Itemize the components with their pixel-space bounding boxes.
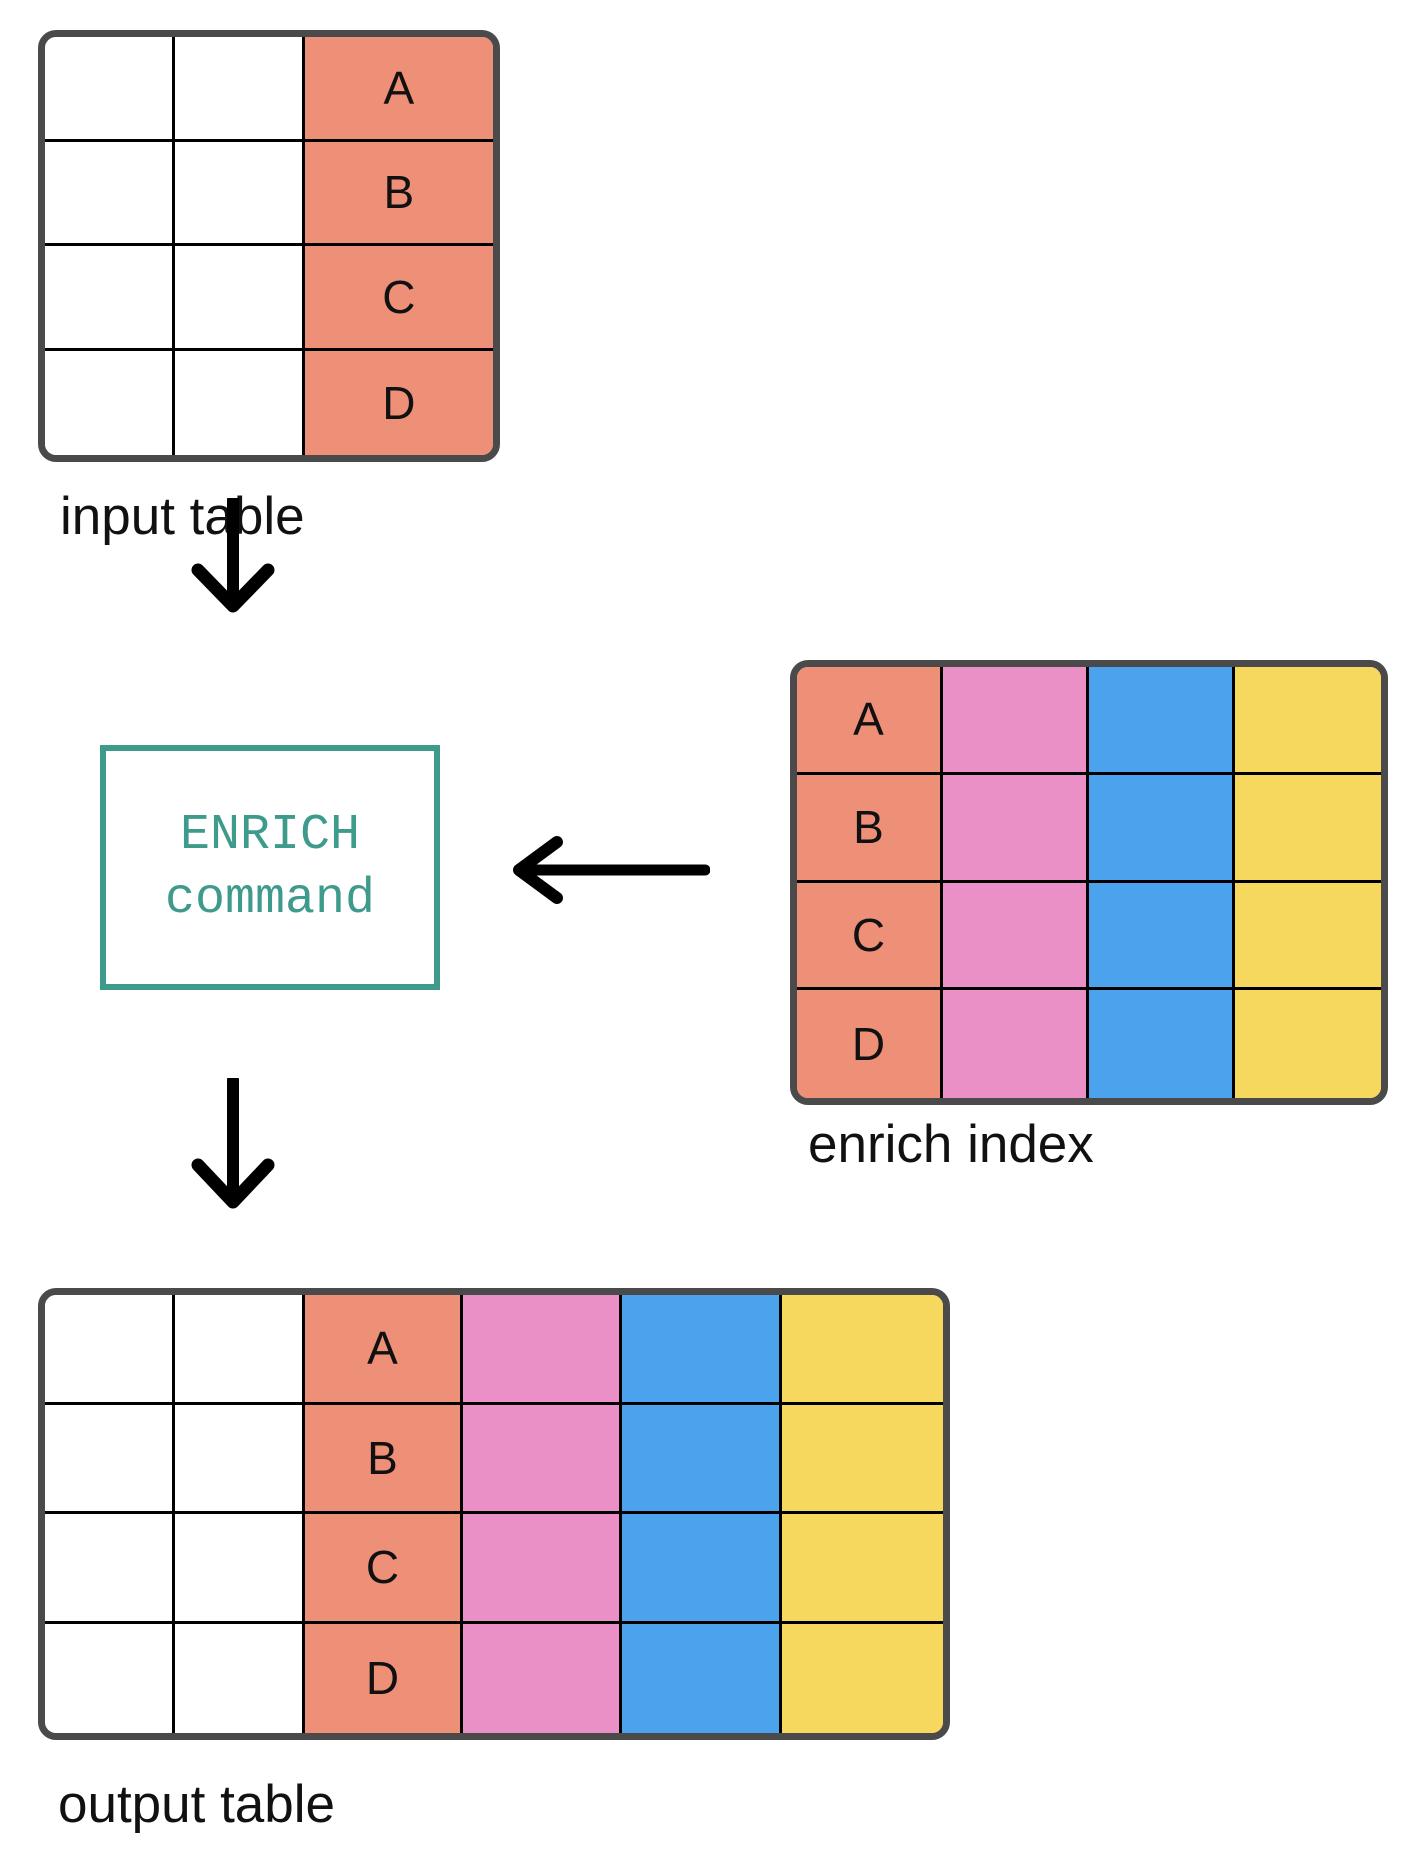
table-cell-empty [175,1623,306,1733]
table-cell-empty [782,1404,943,1514]
table-cell-empty [943,667,1089,775]
table-cell-empty [174,37,305,142]
table-cell-empty [1089,990,1235,1098]
table-cell-empty [45,1623,176,1733]
table-row: D [45,1623,943,1733]
table-cell-empty [45,141,175,246]
table-row: C [797,882,1381,991]
table-cell-empty [175,1295,306,1405]
table-cell-empty [943,882,1089,991]
table-cell-key-C: C [797,882,943,991]
table-cell-empty [943,774,1089,883]
table-cell-empty [462,1514,623,1624]
enrich-index-caption: enrich index [808,1115,1094,1174]
table-cell-empty [1089,882,1235,991]
table-row: C [45,1514,943,1624]
table-row: B [45,141,493,246]
table-cell-key-A: A [304,37,493,142]
table-cell-empty [622,1514,783,1624]
table-row: B [45,1404,943,1514]
table-cell-empty [622,1404,783,1514]
table-row: B [797,774,1381,883]
table-cell-empty [45,1514,176,1624]
table-cell-key-A: A [305,1295,463,1405]
table-cell-empty [462,1623,623,1733]
table-cell-empty [1235,667,1381,775]
table-row: A [45,37,493,142]
arrow-down-icon [191,1074,275,1209]
table-cell-empty [1235,882,1381,991]
table-cell-empty [943,990,1089,1098]
table-cell-empty [622,1623,783,1733]
table-cell-empty [174,141,305,246]
table-cell-key-C: C [304,246,493,351]
table-cell-key-D: D [305,1623,463,1733]
table-row: A [797,667,1381,775]
arrow-index-to-command [505,830,711,910]
table-cell-empty [45,1295,176,1405]
table-cell-key-A: A [797,667,943,775]
output-table-caption: output table [58,1775,336,1834]
enrich-command-box[interactable]: ENRICH command [100,745,440,990]
table-row: A [45,1295,943,1405]
table-cell-empty [45,350,175,455]
arrow-input-to-command [178,494,288,616]
command-line-1: ENRICH [179,806,361,864]
table-cell-empty [174,246,305,351]
table-cell-empty [462,1404,623,1514]
table-cell-empty [622,1295,783,1405]
table-cell-empty [45,37,175,142]
command-line-2: command [164,870,376,928]
input-table-caption: input table [60,487,305,546]
arrow-down-icon [191,494,275,613]
table-cell-empty [175,1404,306,1514]
table-row: D [45,350,493,455]
table-cell-empty [462,1295,623,1405]
table-cell-empty [174,350,305,455]
table-cell-empty [1235,774,1381,883]
table-cell-key-B: B [797,774,943,883]
table-cell-key-B: B [304,141,493,246]
table-cell-empty [1089,667,1235,775]
table-cell-empty [45,1404,176,1514]
arrow-left-icon [513,836,711,904]
table-cell-key-C: C [305,1514,463,1624]
table-cell-key-B: B [305,1404,463,1514]
table-cell-empty [1089,774,1235,883]
table-cell-empty [782,1623,943,1733]
table-cell-empty [1235,990,1381,1098]
table-row: C [45,246,493,351]
table-cell-empty [45,246,175,351]
table-cell-key-D: D [797,990,943,1098]
table-cell-empty [782,1514,943,1624]
table-cell-key-D: D [304,350,493,455]
table-cell-empty [782,1295,943,1405]
table-row: D [797,990,1381,1098]
table-cell-empty [175,1514,306,1624]
arrow-command-to-output [178,1074,288,1213]
